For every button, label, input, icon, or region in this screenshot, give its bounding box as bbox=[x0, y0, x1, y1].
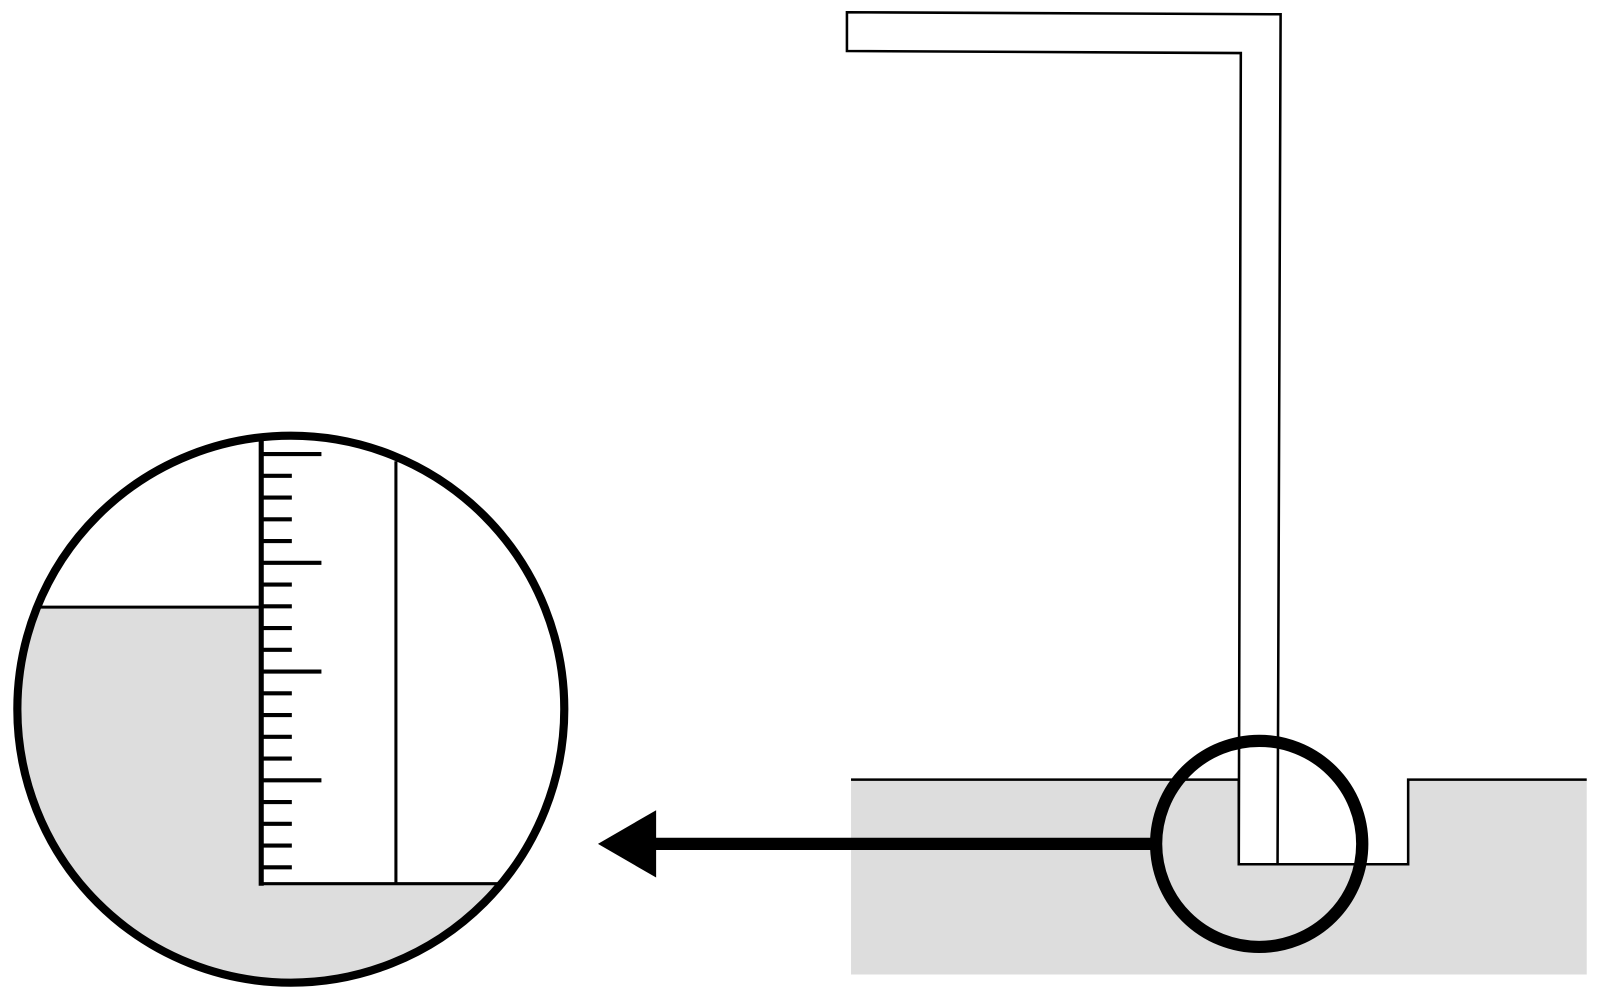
magnified-circle-outline bbox=[13, 431, 569, 987]
gauge-ticks bbox=[261, 452, 322, 870]
l-shaped-pipe bbox=[845, 10, 1282, 866]
ground-fill bbox=[851, 780, 1587, 975]
detail-marker-circle bbox=[1150, 734, 1369, 954]
arrow-head-icon bbox=[597, 810, 657, 878]
magnified-view bbox=[13, 431, 569, 987]
arrow-left bbox=[597, 810, 1152, 878]
water-fill-bottom bbox=[17, 883, 565, 983]
